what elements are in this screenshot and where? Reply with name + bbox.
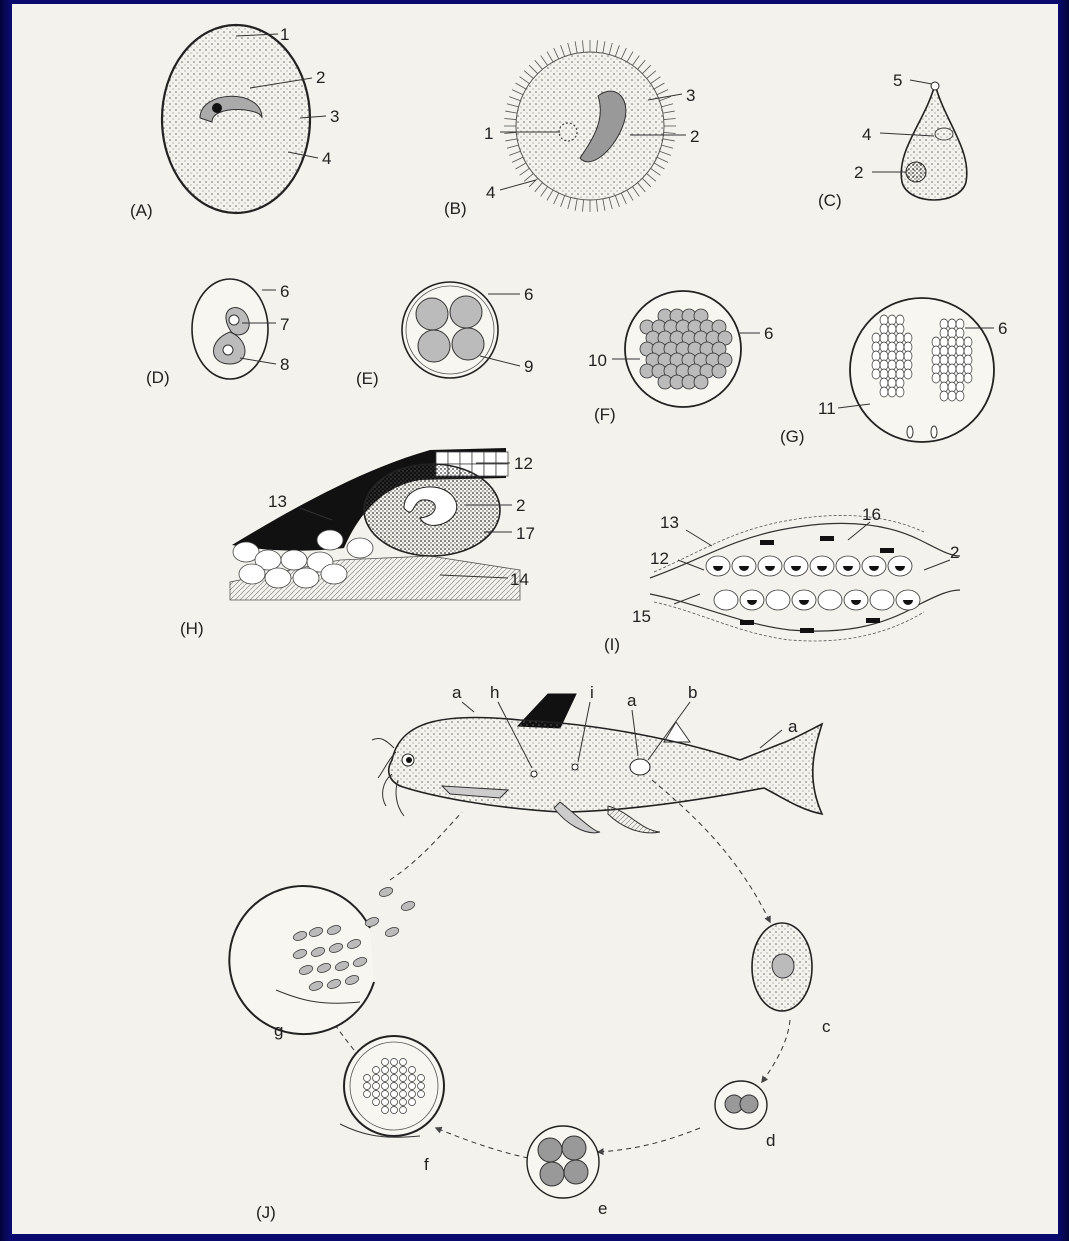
panel-i-part-16: 16 (862, 505, 881, 524)
panel-j-part-b: b (688, 683, 697, 702)
panel-j: a h i a b a (229, 683, 831, 1222)
panel-j-stage-d (715, 1081, 767, 1129)
panel-j-part-h: h (490, 683, 499, 702)
panel-b-part-2: 2 (690, 127, 699, 146)
panel-e-cyst-wall (402, 282, 498, 378)
panel-a-part-1: 1 (280, 25, 289, 44)
panel-a-part-3: 3 (330, 107, 339, 126)
panel-i-part-13: 13 (660, 513, 679, 532)
panel-a: 1 2 3 4 (A) (130, 25, 339, 220)
panel-a-part-2: 2 (316, 68, 325, 87)
panel-c: 5 4 2 (C) (818, 71, 967, 210)
panel-e-part-9: 9 (524, 357, 533, 376)
panel-a-micronucleus (212, 103, 222, 113)
panel-h-part-13: 13 (268, 492, 287, 511)
panel-j-stage-e (527, 1126, 599, 1198)
panel-h-label: (H) (180, 619, 204, 638)
panel-c-part-2: 2 (854, 163, 863, 182)
panel-j-part-a-mid: a (627, 691, 637, 710)
panel-c-part-5: 5 (893, 71, 902, 90)
panel-f-part-10: 10 (588, 351, 607, 370)
panel-e: 6 9 (E) (356, 282, 533, 388)
panel-h-trophont (364, 464, 500, 556)
panel-i-part-15: 15 (632, 607, 651, 626)
panel-f-label: (F) (594, 405, 616, 424)
panel-j-stage-c-label: c (822, 1017, 831, 1036)
panel-i-label: (I) (604, 635, 620, 654)
panel-g: 6 11 (G) (780, 298, 1007, 446)
panel-h: 12 13 2 17 14 (H) (180, 448, 535, 638)
panel-j-stage-g-label: g (274, 1021, 283, 1040)
panel-g-part-11: 11 (818, 399, 836, 418)
panel-a-label: (A) (130, 201, 153, 220)
panel-h-part-12: 12 (514, 454, 533, 473)
panel-j-stage-e-label: e (598, 1199, 607, 1218)
panel-g-cyst-wall (850, 298, 994, 442)
panel-j-catfish (372, 694, 822, 833)
panel-j-part-a-tail: a (788, 717, 798, 736)
panel-a-part-4: 4 (322, 149, 331, 168)
panel-j-stage-f (340, 1036, 444, 1137)
panel-j-stage-g (229, 886, 416, 1034)
panel-a-cell (162, 25, 310, 213)
panel-c-part-4: 4 (862, 125, 871, 144)
panel-b-part-1: 1 (484, 124, 493, 143)
panel-d-part-6: 6 (280, 282, 289, 301)
panel-i-part-12: 12 (650, 549, 669, 568)
panel-d-part-8: 8 (280, 355, 289, 374)
panel-b: 1 2 3 4 (B) (444, 40, 699, 218)
panel-b-part-4: 4 (486, 183, 495, 202)
panel-c-label: (C) (818, 191, 842, 210)
panel-e-part-6: 6 (524, 285, 533, 304)
panel-d: 6 7 8 (D) (146, 279, 289, 387)
panel-f-part-6: 6 (764, 324, 773, 343)
figure-plate: 1 2 3 4 (A) 1 2 3 4 (B) (12, 4, 1058, 1234)
panel-d-label: (D) (146, 368, 170, 387)
panel-h-part-14: 14 (510, 570, 529, 589)
panel-j-stage-d-label: d (766, 1131, 775, 1150)
panel-g-part-6: 6 (998, 319, 1007, 338)
panel-e-label: (E) (356, 369, 379, 388)
panel-j-stage-f-label: f (424, 1155, 429, 1174)
panel-i: 13 16 12 2 15 (I) (604, 505, 960, 654)
panel-h-part-17: 17 (516, 524, 535, 543)
panel-f: 6 10 (F) (588, 291, 773, 424)
panel-j-part-i: i (590, 683, 594, 702)
panel-c-cell (901, 84, 967, 200)
panel-i-part-2: 2 (950, 543, 959, 562)
panel-d-part-7: 7 (280, 315, 289, 334)
panel-b-cell (516, 52, 664, 200)
life-cycle-diagram: 1 2 3 4 (A) 1 2 3 4 (B) (12, 4, 1058, 1234)
panel-b-part-3: 3 (686, 86, 695, 105)
panel-j-part-a-head: a (452, 683, 462, 702)
panel-h-part-2: 2 (516, 496, 525, 515)
panel-b-label: (B) (444, 199, 467, 218)
panel-j-label: (J) (256, 1203, 276, 1222)
panel-g-label: (G) (780, 427, 805, 446)
